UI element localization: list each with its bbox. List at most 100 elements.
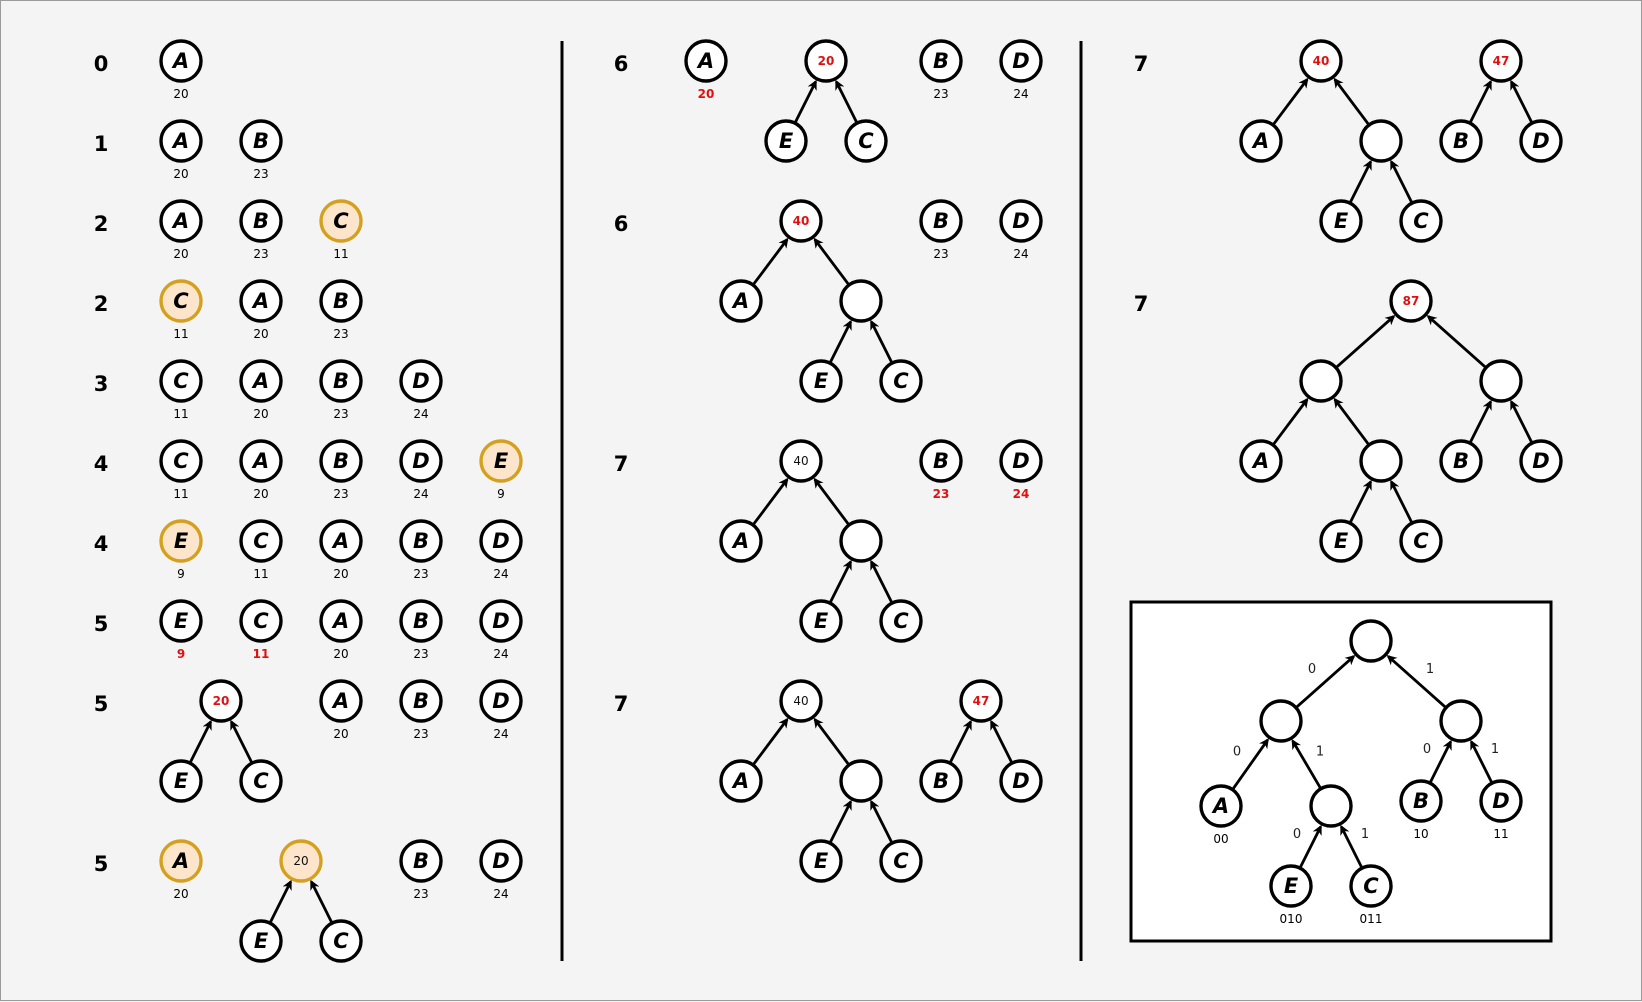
node-letter: C <box>858 129 874 153</box>
node-e: E <box>159 759 203 803</box>
step-label: 2 <box>94 212 109 236</box>
tree-edge <box>1349 479 1372 523</box>
node-letter: C <box>173 289 189 313</box>
tree-edge <box>813 237 850 286</box>
code-bit-label: 0 <box>1308 662 1316 677</box>
tree-edge <box>1390 159 1413 203</box>
node-d: D11 <box>1479 779 1523 841</box>
node-frequency: 20 <box>253 407 268 421</box>
tree-edge <box>1386 654 1447 709</box>
node-letter: B <box>1453 129 1469 153</box>
node-c: C <box>879 599 923 643</box>
node-a: A20 <box>159 119 203 181</box>
node-letter: E <box>174 609 189 633</box>
node-weight: 40 <box>793 214 810 228</box>
node-weight: 40 <box>793 454 808 468</box>
node-d: D <box>1519 119 1563 163</box>
node-a: A20 <box>319 519 363 581</box>
node-letter: D <box>1012 449 1029 473</box>
tree-edge <box>1390 479 1413 523</box>
node-letter: E <box>254 929 269 953</box>
node-letter: E <box>174 529 189 553</box>
node-circle <box>239 439 283 483</box>
node-frequency: 23 <box>413 727 428 741</box>
node-letter: C <box>893 369 909 393</box>
node-weight: 40 <box>1313 54 1330 68</box>
tree-edge <box>870 319 893 363</box>
node-a: A <box>1239 439 1283 483</box>
node-letter: B <box>333 289 349 313</box>
tree-edge <box>1426 314 1487 369</box>
node-frequency: 24 <box>493 647 508 661</box>
code-bit-label: 1 <box>1426 662 1434 677</box>
node-circle <box>399 599 443 643</box>
node-letter: E <box>1334 209 1349 233</box>
node-a: A <box>1239 119 1283 163</box>
node-b: B10 <box>1399 779 1443 841</box>
node-circle <box>1439 699 1483 743</box>
node-letter: E <box>1334 529 1349 553</box>
node-letter: C <box>1363 874 1379 898</box>
node-circle <box>719 519 763 563</box>
node-circle <box>719 759 763 803</box>
node-letter: D <box>1012 49 1029 73</box>
node-letter: A <box>331 689 349 713</box>
node-d: D24 <box>479 599 523 661</box>
node-weight: 47 <box>973 694 990 708</box>
node-frequency: 24 <box>493 887 508 901</box>
node-frequency: 23 <box>933 487 950 501</box>
node-b: B <box>919 759 963 803</box>
node-frequency: 23 <box>933 247 948 261</box>
node-c: C11 <box>239 599 283 661</box>
node-letter: E <box>814 609 829 633</box>
node-circle <box>319 439 363 483</box>
tree-edge <box>1470 739 1493 783</box>
node-circle <box>1439 439 1483 483</box>
tree-edge <box>1335 314 1396 369</box>
node-b: B23 <box>919 199 963 261</box>
node-circle <box>1439 119 1483 163</box>
node-frequency: 24 <box>1013 247 1028 261</box>
internal-node: 20 <box>279 839 323 883</box>
internal-node <box>839 279 883 323</box>
node-frequency: 11 <box>333 247 348 261</box>
node-e: E <box>799 599 843 643</box>
node-circle <box>1299 359 1343 403</box>
node-frequency: 24 <box>413 407 428 421</box>
node-circle <box>879 599 923 643</box>
tree-edge <box>1429 739 1452 783</box>
node-frequency: 20 <box>173 87 188 101</box>
node-letter: A <box>171 209 189 233</box>
node-circle <box>159 599 203 643</box>
node-frequency: 23 <box>413 567 428 581</box>
node-circle <box>1359 119 1403 163</box>
node-a: A20 <box>239 359 283 421</box>
node-c: C <box>879 839 923 883</box>
node-letter: B <box>413 689 429 713</box>
node-letter: C <box>893 609 909 633</box>
step-label: 4 <box>94 452 109 476</box>
code-bit-label: 1 <box>1316 745 1324 760</box>
node-frequency: 23 <box>413 647 428 661</box>
node-letter: E <box>814 849 829 873</box>
node-circle <box>399 439 443 483</box>
node-frequency: 00 <box>1213 832 1228 846</box>
node-a: A00 <box>1199 784 1243 846</box>
node-circle <box>1479 359 1523 403</box>
node-c: C <box>879 359 923 403</box>
node-circle <box>239 759 283 803</box>
tree-edge <box>870 559 893 603</box>
node-a: A20 <box>319 599 363 661</box>
node-circle <box>239 599 283 643</box>
code-bit-label: 0 <box>1293 827 1301 842</box>
node-circle <box>399 679 443 723</box>
node-circle <box>839 279 883 323</box>
node-frequency: 11 <box>1493 827 1508 841</box>
tree-edge <box>752 477 789 526</box>
node-b: B23 <box>919 39 963 101</box>
node-a: A20 <box>319 679 363 741</box>
node-letter: B <box>333 369 349 393</box>
tree-edge <box>949 719 972 763</box>
